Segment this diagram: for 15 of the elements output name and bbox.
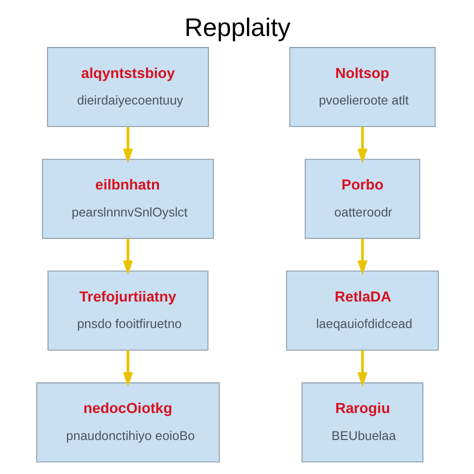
- node-box: eilbnhatn pearslnnnvSnlOyslct: [42, 158, 214, 239]
- arrow: [356, 126, 368, 164]
- diagram-title: Repplaity: [184, 14, 290, 42]
- node-box: nedocOiotkg pnaudonctihiyo eoioBo: [36, 382, 220, 462]
- node-box: alqyntstsbioy dieirdaiyecoentuuy: [46, 47, 208, 128]
- arrow: [356, 238, 368, 276]
- node-box: Porbo oatteroodr: [304, 158, 420, 239]
- arrow: [356, 350, 368, 387]
- node-box: Rarogiu BEUbuelaa: [301, 382, 423, 462]
- node-box: Trefojurtiiatny pnsdo fooitfiruetno: [47, 270, 208, 351]
- node-box: RetlaDA laeqauiofdidcead: [286, 270, 438, 351]
- node-box: Noltsop pvoelieroote atlt: [288, 47, 436, 128]
- arrow: [122, 350, 133, 387]
- arrow: [122, 238, 133, 276]
- arrow: [122, 126, 133, 164]
